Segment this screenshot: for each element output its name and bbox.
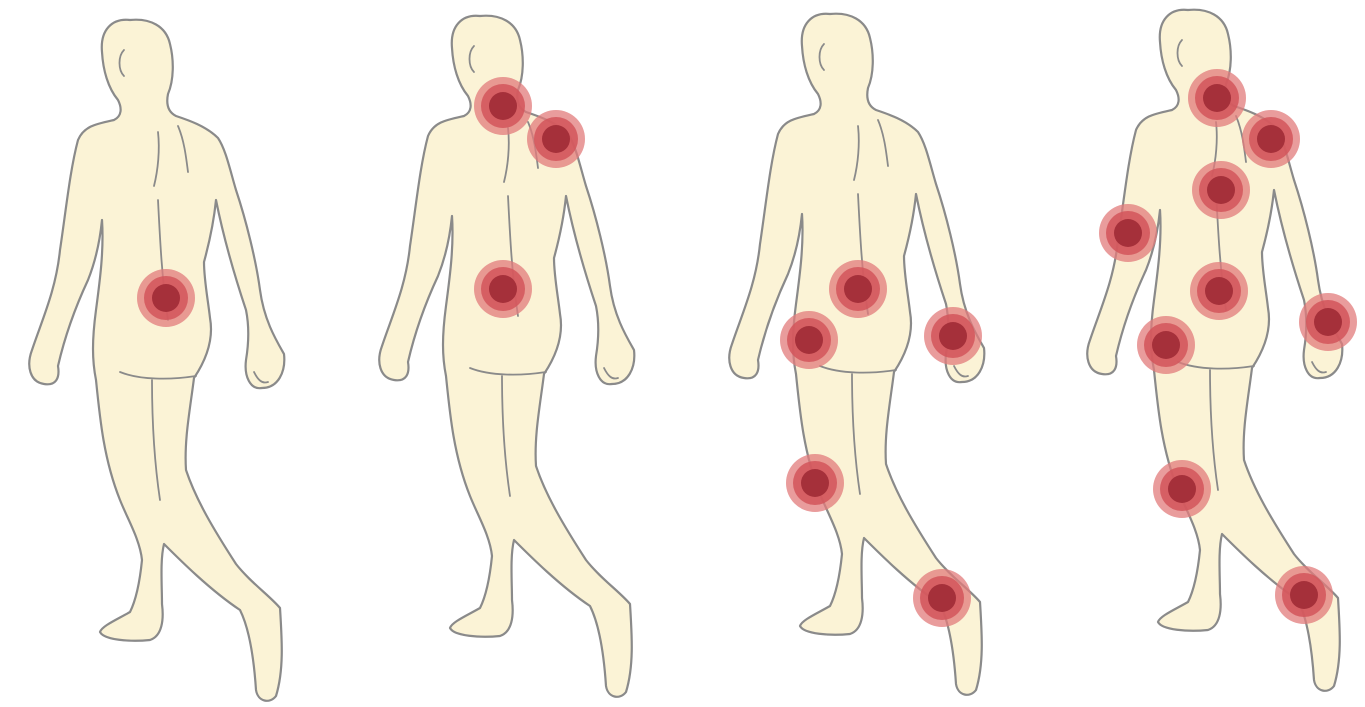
pain-spot-ring (928, 584, 956, 612)
pain-spot-right-ankle (913, 569, 971, 627)
pain-spot-ring (844, 275, 872, 303)
pain-spot-ring (1257, 125, 1285, 153)
pain-spot-ring (1205, 277, 1233, 305)
pain-spot-lower-back (137, 269, 195, 327)
pain-spot-left-knee (1153, 460, 1211, 518)
pain-spot-left-hip (1137, 316, 1195, 374)
pain-spot-left-elbow (1099, 204, 1157, 262)
pain-spot-right-shoulder (527, 110, 585, 168)
pain-spot-ring (1207, 176, 1235, 204)
pain-spot-ring (489, 275, 517, 303)
pain-spot-right-ankle (1275, 566, 1333, 624)
pain-spot-ring (1152, 331, 1180, 359)
pain-spot-ring (542, 125, 570, 153)
pain-spot-lower-back (829, 260, 887, 318)
pain-spot-right-wrist (924, 307, 982, 365)
pain-spot-ring (1168, 475, 1196, 503)
pain-spot-ring (1203, 84, 1231, 112)
pain-spot-neck (474, 77, 532, 135)
pain-spot-lower-back (474, 260, 532, 318)
pain-spot-right-wrist (1299, 293, 1357, 351)
pain-spot-right-shoulder (1242, 110, 1300, 168)
pain-spot-ring (795, 326, 823, 354)
figure-1 (29, 20, 284, 701)
pain-spot-left-knee (786, 454, 844, 512)
pain-spot-left-hip (780, 311, 838, 369)
pain-spot-ring (1314, 308, 1342, 336)
pain-spot-ring (489, 92, 517, 120)
pain-spot-ring (801, 469, 829, 497)
pain-spot-neck (1188, 69, 1246, 127)
pain-spot-ring (939, 322, 967, 350)
pain-spot-ring (152, 284, 180, 312)
pain-spot-ring (1114, 219, 1142, 247)
pain-spot-upper-back (1192, 161, 1250, 219)
body-silhouette (29, 20, 284, 701)
pain-spot-lower-back (1190, 262, 1248, 320)
pain-spot-ring (1290, 581, 1318, 609)
